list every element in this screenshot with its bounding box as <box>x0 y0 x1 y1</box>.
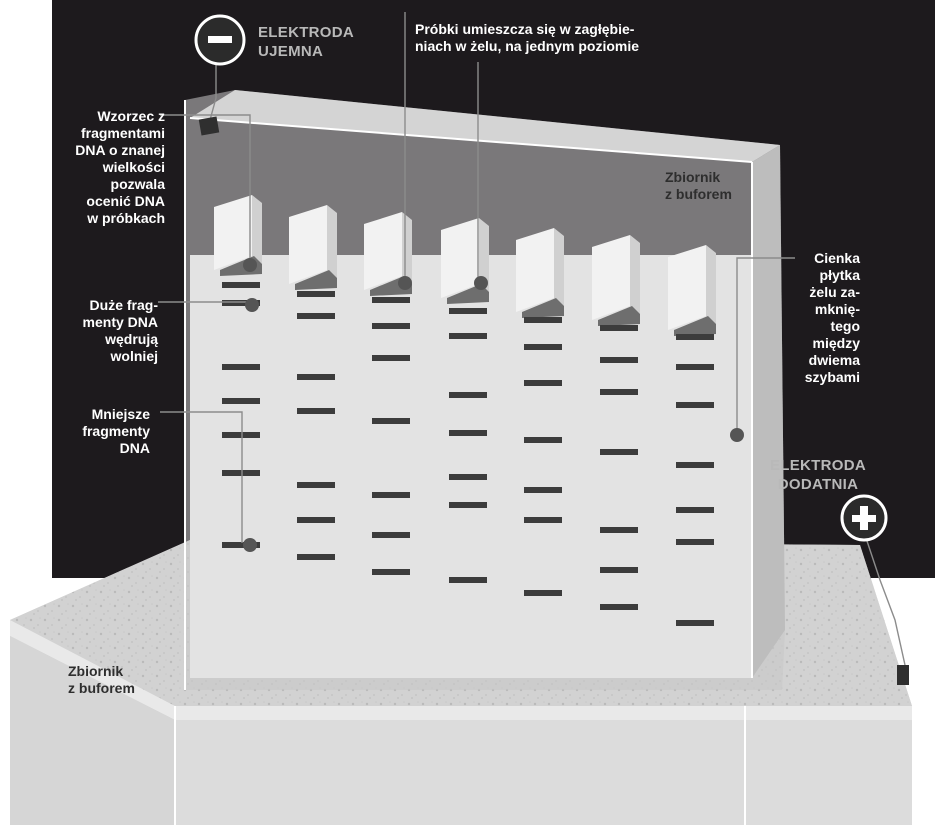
dna-band-sample-1 <box>297 554 335 560</box>
dna-band-sample-2 <box>372 492 410 498</box>
dna-band-marker <box>222 542 260 548</box>
dna-band-sample-4 <box>524 380 562 386</box>
comb-tooth <box>516 228 564 318</box>
negative-wire <box>209 58 217 121</box>
samples-label: Próbki umieszcza się w zagłębie- niach w… <box>415 21 640 54</box>
dot-samples-1 <box>398 276 412 290</box>
dna-band-marker <box>222 282 260 288</box>
leader-gel-plate <box>736 257 795 433</box>
gel-plate <box>190 255 752 678</box>
comb-tooth <box>592 235 640 326</box>
dot-marker <box>243 258 257 272</box>
buffer-tank-top-label: Zbiornik z buforem <box>665 169 732 202</box>
dna-band-sample-5 <box>600 604 638 610</box>
dna-band-sample-6 <box>676 462 714 468</box>
positive-wire <box>865 537 906 666</box>
minus-circle-icon <box>194 14 246 66</box>
dna-band-sample-4 <box>524 517 562 523</box>
small-fragments-label: Mniejsze fragmenty DNA <box>82 406 150 456</box>
dna-band-sample-3 <box>449 333 487 339</box>
dna-band-sample-6 <box>676 334 714 340</box>
dna-band-sample-2 <box>372 355 410 361</box>
dna-band-sample-3 <box>449 502 487 508</box>
dna-band-sample-4 <box>524 487 562 493</box>
dna-band-sample-1 <box>297 517 335 523</box>
dna-band-sample-6 <box>676 364 714 370</box>
dna-band-sample-4 <box>524 590 562 596</box>
buffer-tank-bottom-label: Zbiornik z buforem <box>68 663 135 696</box>
dot-samples-2 <box>474 276 488 290</box>
dna-band-sample-1 <box>297 291 335 297</box>
gel-comb-teeth <box>214 195 716 336</box>
dna-band-sample-1 <box>297 408 335 414</box>
comb-tooth <box>441 218 489 304</box>
dna-band-sample-2 <box>372 532 410 538</box>
dna-band-sample-3 <box>449 392 487 398</box>
dna-band-sample-6 <box>676 539 714 545</box>
dna-band-sample-5 <box>600 567 638 573</box>
leader-marker <box>160 114 251 265</box>
dna-band-sample-6 <box>676 620 714 626</box>
dna-band-sample-6 <box>676 507 714 513</box>
tank-front-left <box>10 636 175 825</box>
leader-dots <box>243 258 744 552</box>
dna-band-sample-4 <box>524 344 562 350</box>
dna-band-sample-2 <box>372 569 410 575</box>
leader-lines <box>158 12 906 666</box>
dna-band-sample-1 <box>297 313 335 319</box>
dna-band-sample-2 <box>372 418 410 424</box>
comb-tooth <box>289 205 337 290</box>
dna-band-sample-2 <box>372 323 410 329</box>
dna-band-sample-4 <box>524 317 562 323</box>
dna-band-sample-1 <box>297 374 335 380</box>
dna-band-sample-3 <box>449 308 487 314</box>
dot-small-fragments <box>243 538 257 552</box>
gel-plate-label: Cienka płytka żelu za- mknię- tego międz… <box>804 250 860 385</box>
dna-band-sample-3 <box>449 430 487 436</box>
comb-tooth <box>668 245 716 336</box>
dna-band-sample-5 <box>600 325 638 331</box>
dot-large-fragments <box>245 298 259 312</box>
dna-band-sample-5 <box>600 357 638 363</box>
dna-band-sample-5 <box>600 527 638 533</box>
gel-side <box>752 145 785 678</box>
dna-band-marker <box>222 432 260 438</box>
dna-band-sample-4 <box>524 437 562 443</box>
negative-connector <box>198 116 220 136</box>
negative-electrode-label: ELEKTRODA UJEMNA <box>258 24 355 60</box>
large-fragments-label: Duże frag- menty DNA wędrują wolniej <box>82 297 158 364</box>
gel-top-edge <box>190 90 780 162</box>
tank-rim <box>10 620 912 720</box>
leader-small-fragments <box>160 411 243 543</box>
dna-band-sample-2 <box>372 297 410 303</box>
marker-label: Wzorzec z fragmentami DNA o znanej wielk… <box>75 108 165 226</box>
dna-band-marker <box>222 398 260 404</box>
dna-band-marker <box>222 470 260 476</box>
dna-band-sample-3 <box>449 577 487 583</box>
dna-band-marker <box>222 300 260 306</box>
dna-band-sample-1 <box>297 482 335 488</box>
dna-bands <box>222 282 714 626</box>
glass-edge <box>189 117 753 163</box>
dna-band-sample-5 <box>600 389 638 395</box>
dna-band-sample-6 <box>676 402 714 408</box>
dna-band-marker <box>222 364 260 370</box>
dna-band-sample-3 <box>449 474 487 480</box>
dna-band-sample-5 <box>600 449 638 455</box>
positive-electrode-label: ELEKTRODA DODATNIA <box>769 457 867 493</box>
plus-circle-icon <box>840 494 888 542</box>
dot-gel-plate <box>730 428 744 442</box>
positive-connector <box>897 665 909 685</box>
tank-front-right <box>175 720 912 825</box>
